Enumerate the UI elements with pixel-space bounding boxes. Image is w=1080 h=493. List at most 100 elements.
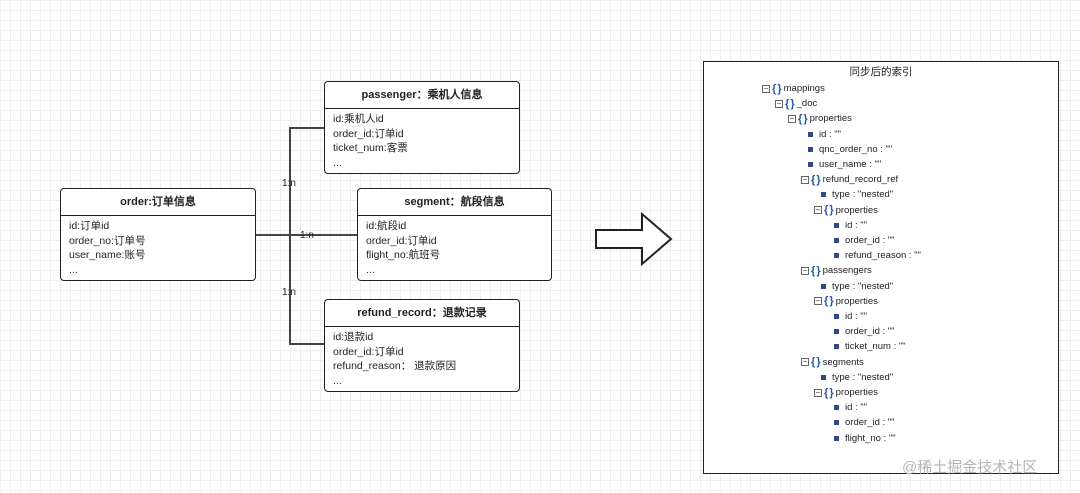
entity-refund-record-title: refund_record：退款记录: [325, 300, 519, 327]
tree-node-object[interactable]: −{ }refund_record_ref: [801, 172, 898, 187]
connector-vertical-trunk: [289, 127, 291, 344]
entity-field: user_name:账号: [69, 249, 146, 261]
tree-node-leaf: id : "": [831, 218, 867, 233]
tree-node-leaf: order_id : "": [831, 233, 895, 248]
entity-order-fields: id:订单id order_no:订单号 user_name:账号 ...: [61, 216, 255, 280]
entity-segment: segment：航段信息 id:航段id order_id:订单id fligh…: [357, 188, 552, 281]
object-braces-icon: { }: [772, 82, 782, 95]
tree-node-leaf: id : "": [831, 400, 867, 415]
tree-node-label: id : "": [845, 311, 868, 322]
tree-node-object[interactable]: −{ }mappings: [762, 81, 825, 96]
tree-node-label: properties: [809, 113, 852, 125]
tree-node-leaf: id : "": [805, 127, 841, 142]
tree-node-label: type : "nested": [832, 189, 894, 201]
entity-field: ticket_num:客票: [333, 142, 408, 154]
tree-node-label: _doc: [796, 98, 818, 110]
collapse-toggle-icon[interactable]: −: [814, 387, 822, 397]
tree-node-label: mappings: [783, 83, 825, 94]
connector-refund: [289, 343, 324, 345]
index-panel-title: 同步后的索引: [849, 66, 913, 78]
entity-field: id:订单id: [69, 220, 110, 232]
tree-node-label: id : "": [819, 128, 842, 140]
tree-node-object[interactable]: −{ }properties: [814, 294, 878, 309]
collapse-toggle-icon[interactable]: −: [775, 98, 783, 108]
object-braces-icon: { }: [785, 97, 795, 110]
tree-node-label: type : "nested": [832, 280, 894, 292]
tree-node-label: properties: [835, 204, 878, 216]
tree-node-label: order_id : "": [845, 417, 895, 429]
collapse-toggle-icon[interactable]: −: [762, 83, 770, 93]
tree-node-label: qnc_order_no : "": [819, 143, 893, 155]
entity-field: order_id:订单id: [333, 127, 404, 140]
entity-field: order_id:订单id: [366, 234, 437, 247]
tree-node-object[interactable]: −{ }properties: [814, 203, 878, 218]
tree-node-label: order_id : "": [845, 235, 895, 246]
relation-label-refund: 1:n: [282, 287, 296, 298]
field-square-icon: [834, 329, 839, 335]
tree-node-object[interactable]: −{ }_doc: [775, 96, 817, 111]
object-braces-icon: { }: [798, 112, 808, 125]
tree-node-object[interactable]: −{ }properties: [814, 385, 878, 400]
field-square-icon: [821, 283, 826, 289]
tree-node-object[interactable]: −{ }properties: [788, 111, 852, 126]
relation-label-passenger: 1:n: [282, 178, 296, 189]
field-square-icon: [834, 344, 839, 350]
object-braces-icon: { }: [811, 264, 821, 277]
field-square-icon: [834, 314, 839, 319]
tree-node-leaf: user_name : "": [805, 157, 881, 172]
tree-node-leaf: ticket_num : "": [831, 339, 906, 354]
collapse-toggle-icon[interactable]: −: [801, 265, 809, 275]
collapse-toggle-icon[interactable]: −: [801, 174, 809, 184]
object-braces-icon: { }: [824, 204, 834, 217]
tree-node-label: type : "nested": [832, 371, 894, 383]
tree-node-object[interactable]: −{ }passengers: [801, 263, 872, 278]
tree-node-label: id : "": [845, 219, 868, 231]
tree-node-label: passengers: [822, 265, 872, 277]
entity-order: order:订单信息 id:订单id order_no:订单号 user_nam…: [60, 188, 256, 281]
entity-passenger-fields: id:乘机人id order_id:订单id ticket_num:客票 ...: [325, 109, 519, 173]
collapse-toggle-icon[interactable]: −: [814, 205, 822, 215]
object-braces-icon: { }: [811, 173, 821, 186]
field-square-icon: [834, 405, 839, 411]
collapse-toggle-icon[interactable]: −: [801, 357, 809, 367]
field-square-icon: [808, 146, 813, 152]
entity-refund-record-fields: id:退款id order_id:订单id refund_reason： 退款原…: [325, 327, 519, 391]
connector-passenger: [289, 127, 324, 129]
tree-node-label: refund_reason : "": [845, 250, 921, 262]
entity-refund-record: refund_record：退款记录 id:退款id order_id:订单id…: [324, 299, 520, 392]
tree-node-leaf: qnc_order_no : "": [805, 142, 892, 157]
entity-field: ...: [366, 263, 375, 276]
relation-label-segment: 1:n: [300, 230, 314, 241]
field-square-icon: [808, 162, 813, 167]
tree-node-label: user_name : "": [819, 159, 882, 170]
tree-node-label: id : "": [845, 402, 868, 414]
entity-field: id:航段id: [366, 220, 407, 232]
entity-field: order_no:订单号: [69, 234, 146, 247]
entity-field: id:乘机人id: [333, 113, 384, 125]
tree-node-leaf: id : "": [831, 309, 867, 324]
entity-passenger-title: passenger：乘机人信息: [325, 82, 519, 109]
field-square-icon: [821, 374, 826, 380]
tree-node-label: refund_record_ref: [822, 174, 899, 186]
entity-field: ...: [333, 374, 342, 387]
tree-node-leaf: type : "nested": [818, 187, 893, 202]
tree-node-label: flight_no : "": [845, 432, 896, 444]
tree-node-label: properties: [835, 387, 878, 398]
entity-segment-title: segment：航段信息: [358, 189, 551, 216]
tree-node-label: ticket_num : "": [845, 341, 906, 353]
field-square-icon: [808, 131, 813, 137]
entity-field: ...: [333, 156, 342, 169]
tree-node-leaf: type : "nested": [818, 370, 893, 385]
field-square-icon: [821, 192, 826, 198]
tree-node-leaf: type : "nested": [818, 279, 893, 294]
field-square-icon: [834, 222, 839, 228]
tree-node-label: segments: [822, 356, 864, 368]
field-square-icon: [834, 238, 839, 243]
tree-node-leaf: flight_no : "": [831, 431, 896, 446]
tree-node-object[interactable]: −{ }segments: [801, 355, 864, 370]
tree-node-leaf: order_id : "": [831, 415, 895, 430]
collapse-toggle-icon[interactable]: −: [788, 113, 796, 123]
collapse-toggle-icon[interactable]: −: [814, 296, 822, 306]
right-arrow-icon: [595, 212, 673, 266]
tree-node-label: properties: [835, 295, 878, 307]
